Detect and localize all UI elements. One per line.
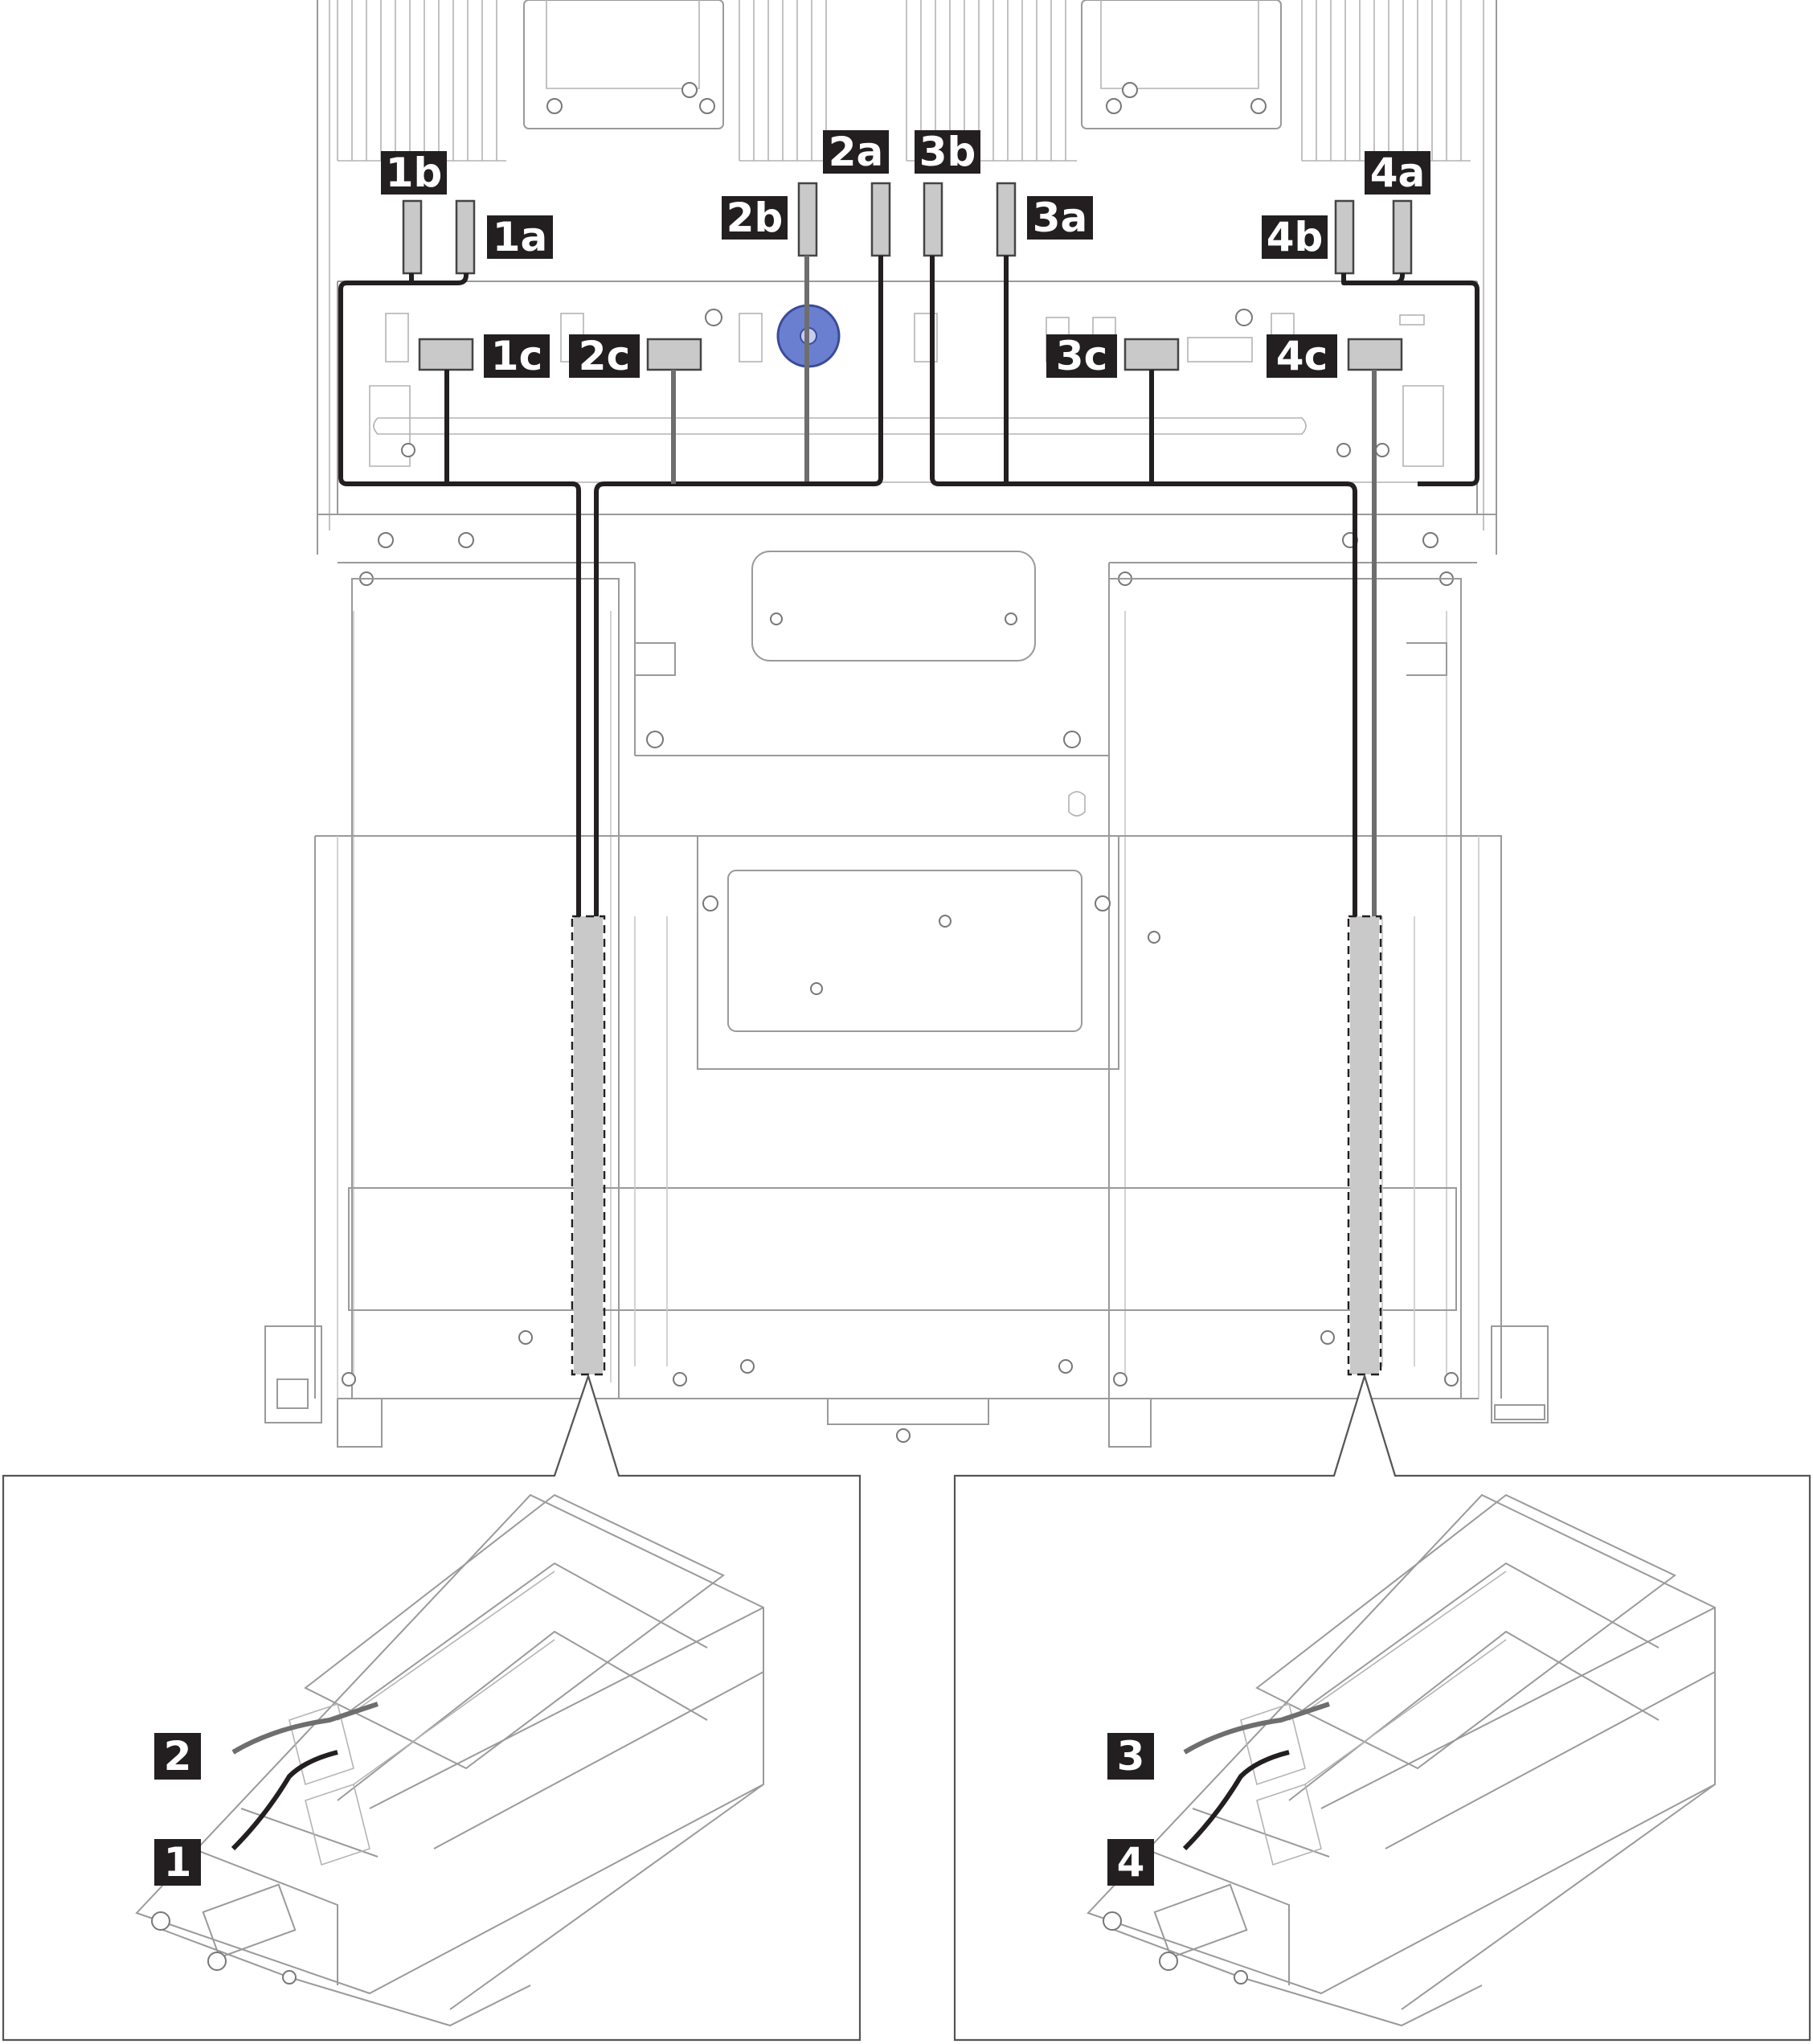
cable-riser-4 [1341,272,1479,932]
svg-text:2c: 2c [579,333,630,379]
svg-text:4: 4 [1117,1839,1145,1886]
cable-riser-3 [930,256,1357,932]
svg-text:4c: 4c [1276,333,1328,379]
callout-4c: 4c [1267,333,1337,379]
callout-riser-2: 2 [154,1733,201,1780]
cable-riser-1 [338,272,581,932]
motherboard-connectors [402,182,1413,371]
svg-text:1c: 1c [491,333,542,379]
riser-assembly-right [1087,1493,1716,2027]
svg-text:1b: 1b [386,150,443,196]
callout-2b: 2b [722,195,788,241]
svg-text:3b: 3b [919,129,976,175]
inset-right [953,1373,1811,2042]
cable-riser-2 [594,256,883,932]
riser-cage-right [1108,562,1477,1399]
svg-text:2: 2 [164,1733,192,1780]
callout-4a: 4a [1365,150,1430,196]
server-chassis [264,0,1549,1448]
callout-2c: 2c [569,333,640,379]
callout-1c: 1c [484,333,550,379]
svg-text:2a: 2a [829,129,884,175]
cable-bundle-left [571,915,606,1376]
cpu-socket-right [1081,0,1282,129]
callout-riser-1: 1 [154,1839,201,1886]
callout-riser-3: 3 [1107,1733,1154,1780]
callout-3c: 3c [1046,333,1117,379]
cable-bundle-right [1347,915,1382,1376]
cpu-socket-left [523,0,724,129]
svg-text:1a: 1a [493,214,548,260]
callout-riser-4: 4 [1107,1839,1154,1886]
callout-4b: 4b [1262,214,1328,260]
svg-text:3: 3 [1117,1733,1145,1780]
svg-text:3a: 3a [1033,195,1088,241]
svg-text:1: 1 [164,1839,192,1886]
svg-text:3c: 3c [1056,333,1107,379]
svg-text:4b: 4b [1267,214,1324,260]
callout-1b: 1b [381,150,447,196]
dimm-slots-left [337,0,1471,162]
riser-assembly-left [135,1493,764,2027]
callout-1a: 1a [487,214,553,260]
svg-text:2b: 2b [726,195,784,241]
callout-3a: 3a [1027,195,1093,241]
callout-2a: 2a [823,129,889,175]
callout-3b: 3b [915,129,980,175]
inset-left [2,1373,861,2042]
svg-text:4a: 4a [1370,150,1426,196]
riser-cage-left [338,562,676,1399]
